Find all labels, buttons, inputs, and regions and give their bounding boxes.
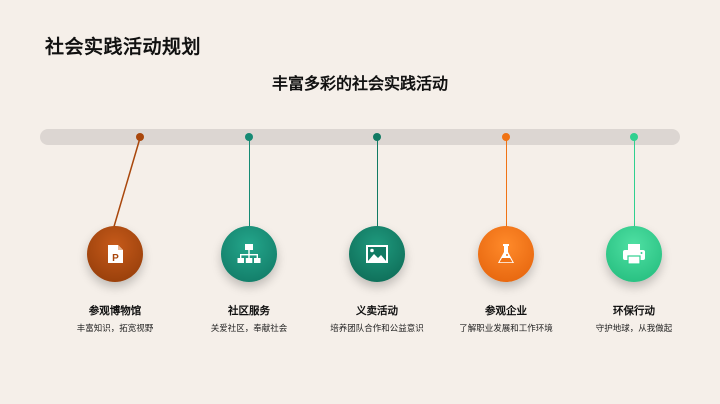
timeline-dot <box>502 133 510 141</box>
timeline-connector <box>248 138 250 234</box>
activity-desc: 丰富知识，拓宽视野 <box>76 324 154 334</box>
timeline-connector <box>112 137 141 231</box>
timeline-dot <box>373 133 381 141</box>
timeline-track <box>40 129 680 145</box>
activity-desc: 守护地球，从我做起 <box>595 324 673 334</box>
activity-label: 社区服务 <box>228 305 270 317</box>
image-icon <box>366 245 388 263</box>
activity-desc: 关爱社区，奉献社会 <box>210 324 288 334</box>
activity-icon-circle[interactable] <box>349 226 405 282</box>
activity-label: 环保行动 <box>613 305 655 317</box>
printer-icon <box>623 244 645 265</box>
activity-museum: P 参观博物馆 丰富知识，拓宽视野 <box>45 0 185 404</box>
activity-label: 参观博物馆 <box>88 305 142 317</box>
timeline-connector <box>633 138 635 234</box>
activity-charity-sale: 义卖活动 培养团队合作和公益意识 <box>307 0 447 404</box>
timeline-dot <box>630 133 638 141</box>
document-p-icon: P <box>108 245 123 264</box>
activity-company-visit: 参观企业 了解职业发展和工作环境 <box>436 0 576 404</box>
activity-label: 参观企业 <box>485 305 527 317</box>
timeline-connector <box>376 138 378 234</box>
activity-community: 社区服务 关爱社区，奉献社会 <box>179 0 319 404</box>
slide-subtitle: 丰富多彩的社会实践活动 <box>271 74 448 93</box>
activity-desc: 培养团队合作和公益意识 <box>330 324 424 334</box>
slide-title: 社会实践活动规划 <box>45 36 202 58</box>
activity-icon-circle[interactable]: P <box>87 226 143 282</box>
timeline-dot <box>245 133 253 141</box>
org-chart-icon <box>237 244 261 263</box>
svg-text:P: P <box>112 253 119 264</box>
timeline-connector <box>505 138 507 234</box>
timeline-dot <box>136 133 144 141</box>
activity-icon-circle[interactable] <box>221 226 277 282</box>
activity-label: 义卖活动 <box>356 305 398 317</box>
activity-icon-circle[interactable] <box>606 226 662 282</box>
flask-icon <box>498 244 514 263</box>
activity-icon-circle[interactable] <box>478 226 534 282</box>
activity-environmental: 环保行动 守护地球，从我做起 <box>564 0 704 404</box>
activity-desc: 了解职业发展和工作环境 <box>459 324 553 334</box>
